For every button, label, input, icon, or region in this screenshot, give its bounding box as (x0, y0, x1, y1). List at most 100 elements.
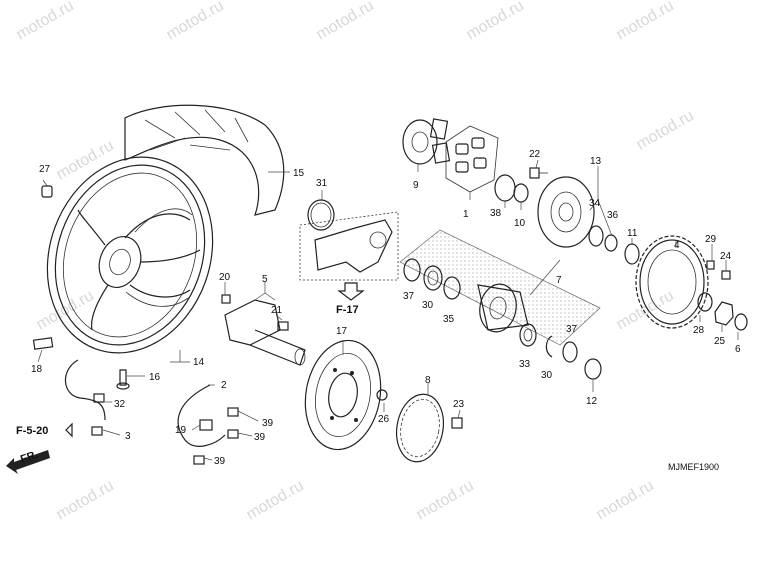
watermark: motod.ru (314, 0, 377, 43)
diagram-code: MJMEF1900 (668, 462, 719, 472)
watermark: motod.ru (14, 0, 77, 43)
watermark: motod.ru (594, 477, 657, 523)
callout-12: 12 (586, 396, 598, 407)
callout-27: 27 (39, 164, 51, 175)
callout-15: 15 (293, 168, 305, 179)
tire (124, 104, 285, 216)
callout-18: 18 (31, 364, 43, 375)
callout-8: 8 (425, 375, 431, 386)
callout-22: 22 (529, 149, 541, 160)
hub-bearing-assembly (399, 229, 601, 346)
part-29 (706, 260, 715, 270)
watermark: motod.ru (164, 0, 227, 43)
part-11 (624, 243, 640, 265)
rear-sprocket (635, 235, 709, 329)
ref-f17-arrow (337, 282, 365, 301)
callout-4: 4 (674, 240, 680, 251)
callout-28: 28 (693, 325, 705, 336)
part-10 (513, 183, 529, 203)
callout-26: 26 (378, 414, 390, 425)
part-24 (721, 270, 731, 280)
callout-39-c: 39 (214, 456, 226, 467)
callout-19: 19 (175, 425, 187, 436)
watermark: motod.ru (464, 0, 527, 43)
callout-36: 36 (607, 210, 619, 221)
caliper-bracket (299, 211, 399, 281)
brake-disc (304, 339, 382, 451)
part-33 (519, 323, 537, 347)
callout-39-a: 39 (262, 418, 274, 429)
callout-34: 34 (589, 198, 601, 209)
ref-f17: F-17 (336, 304, 359, 316)
part-12 (584, 358, 602, 380)
part-34 (588, 225, 604, 247)
callout-37-right: 37 (566, 324, 578, 335)
watermark: motod.ru (414, 477, 477, 523)
callout-20: 20 (219, 272, 231, 283)
damper-hub (402, 118, 451, 165)
callout-10: 10 (514, 218, 526, 229)
callout-13: 13 (590, 156, 602, 167)
callout-7: 7 (556, 275, 562, 286)
ref-fr: FR. (19, 448, 40, 465)
callout-21: 21 (271, 305, 283, 316)
part-6 (734, 313, 748, 331)
part-28 (697, 292, 713, 312)
callout-9: 9 (413, 180, 419, 191)
callout-39-b: 39 (254, 432, 266, 443)
part-38 (494, 174, 516, 202)
part-16 (116, 369, 130, 390)
part-35 (443, 276, 461, 300)
watermark: motod.ru (634, 107, 697, 153)
callout-24: 24 (720, 251, 732, 262)
watermark: motod.ru (54, 137, 117, 183)
part-31 (307, 199, 335, 231)
part-25 (714, 301, 734, 326)
damper-set (445, 125, 499, 193)
pulser-ring (395, 393, 445, 463)
callout-30-left: 30 (422, 300, 434, 311)
watermark-layer: motod.ru motod.ru motod.ru motod.ru moto… (14, 0, 697, 523)
part-27 (41, 185, 53, 198)
callout-38: 38 (490, 208, 502, 219)
callout-30-right: 30 (541, 370, 553, 381)
part-18 (32, 337, 54, 350)
ref-f520: F-5-20 (16, 425, 48, 437)
callout-23: 23 (453, 399, 465, 410)
callout-37-left: 37 (403, 291, 415, 302)
callout-14: 14 (193, 357, 205, 368)
callout-labels: 1 2 3 4 5 6 7 8 9 10 11 12 13 14 15 16 1… (31, 149, 741, 467)
watermark: motod.ru (54, 477, 117, 523)
callout-11: 11 (627, 228, 638, 239)
sprocket-carrier (537, 176, 595, 248)
part-23 (451, 417, 463, 429)
callout-16: 16 (149, 372, 161, 383)
callout-33: 33 (519, 359, 531, 370)
callout-32: 32 (114, 399, 126, 410)
leader-lines (37, 159, 739, 461)
part-30-left (423, 265, 443, 291)
hub-axle (221, 294, 306, 366)
part-37-left (403, 258, 421, 282)
rear-wheel (46, 156, 214, 354)
watermark: motod.ru (244, 477, 307, 523)
part-36 (604, 234, 618, 252)
callout-31: 31 (316, 178, 328, 189)
callout-5: 5 (262, 274, 268, 285)
callout-35: 35 (443, 314, 455, 325)
callout-2: 2 (221, 380, 227, 391)
part-37-right (562, 341, 578, 363)
callout-25: 25 (714, 336, 726, 347)
callout-3: 3 (125, 431, 131, 442)
part-30-right (545, 335, 553, 358)
watermark: motod.ru (614, 287, 677, 333)
front-direction-arrow (6, 422, 73, 474)
callout-17: 17 (336, 326, 348, 337)
part-22 (529, 167, 548, 179)
callout-29: 29 (705, 234, 717, 245)
callout-1: 1 (463, 209, 469, 220)
watermark: motod.ru (614, 0, 677, 43)
callout-6: 6 (735, 344, 741, 355)
